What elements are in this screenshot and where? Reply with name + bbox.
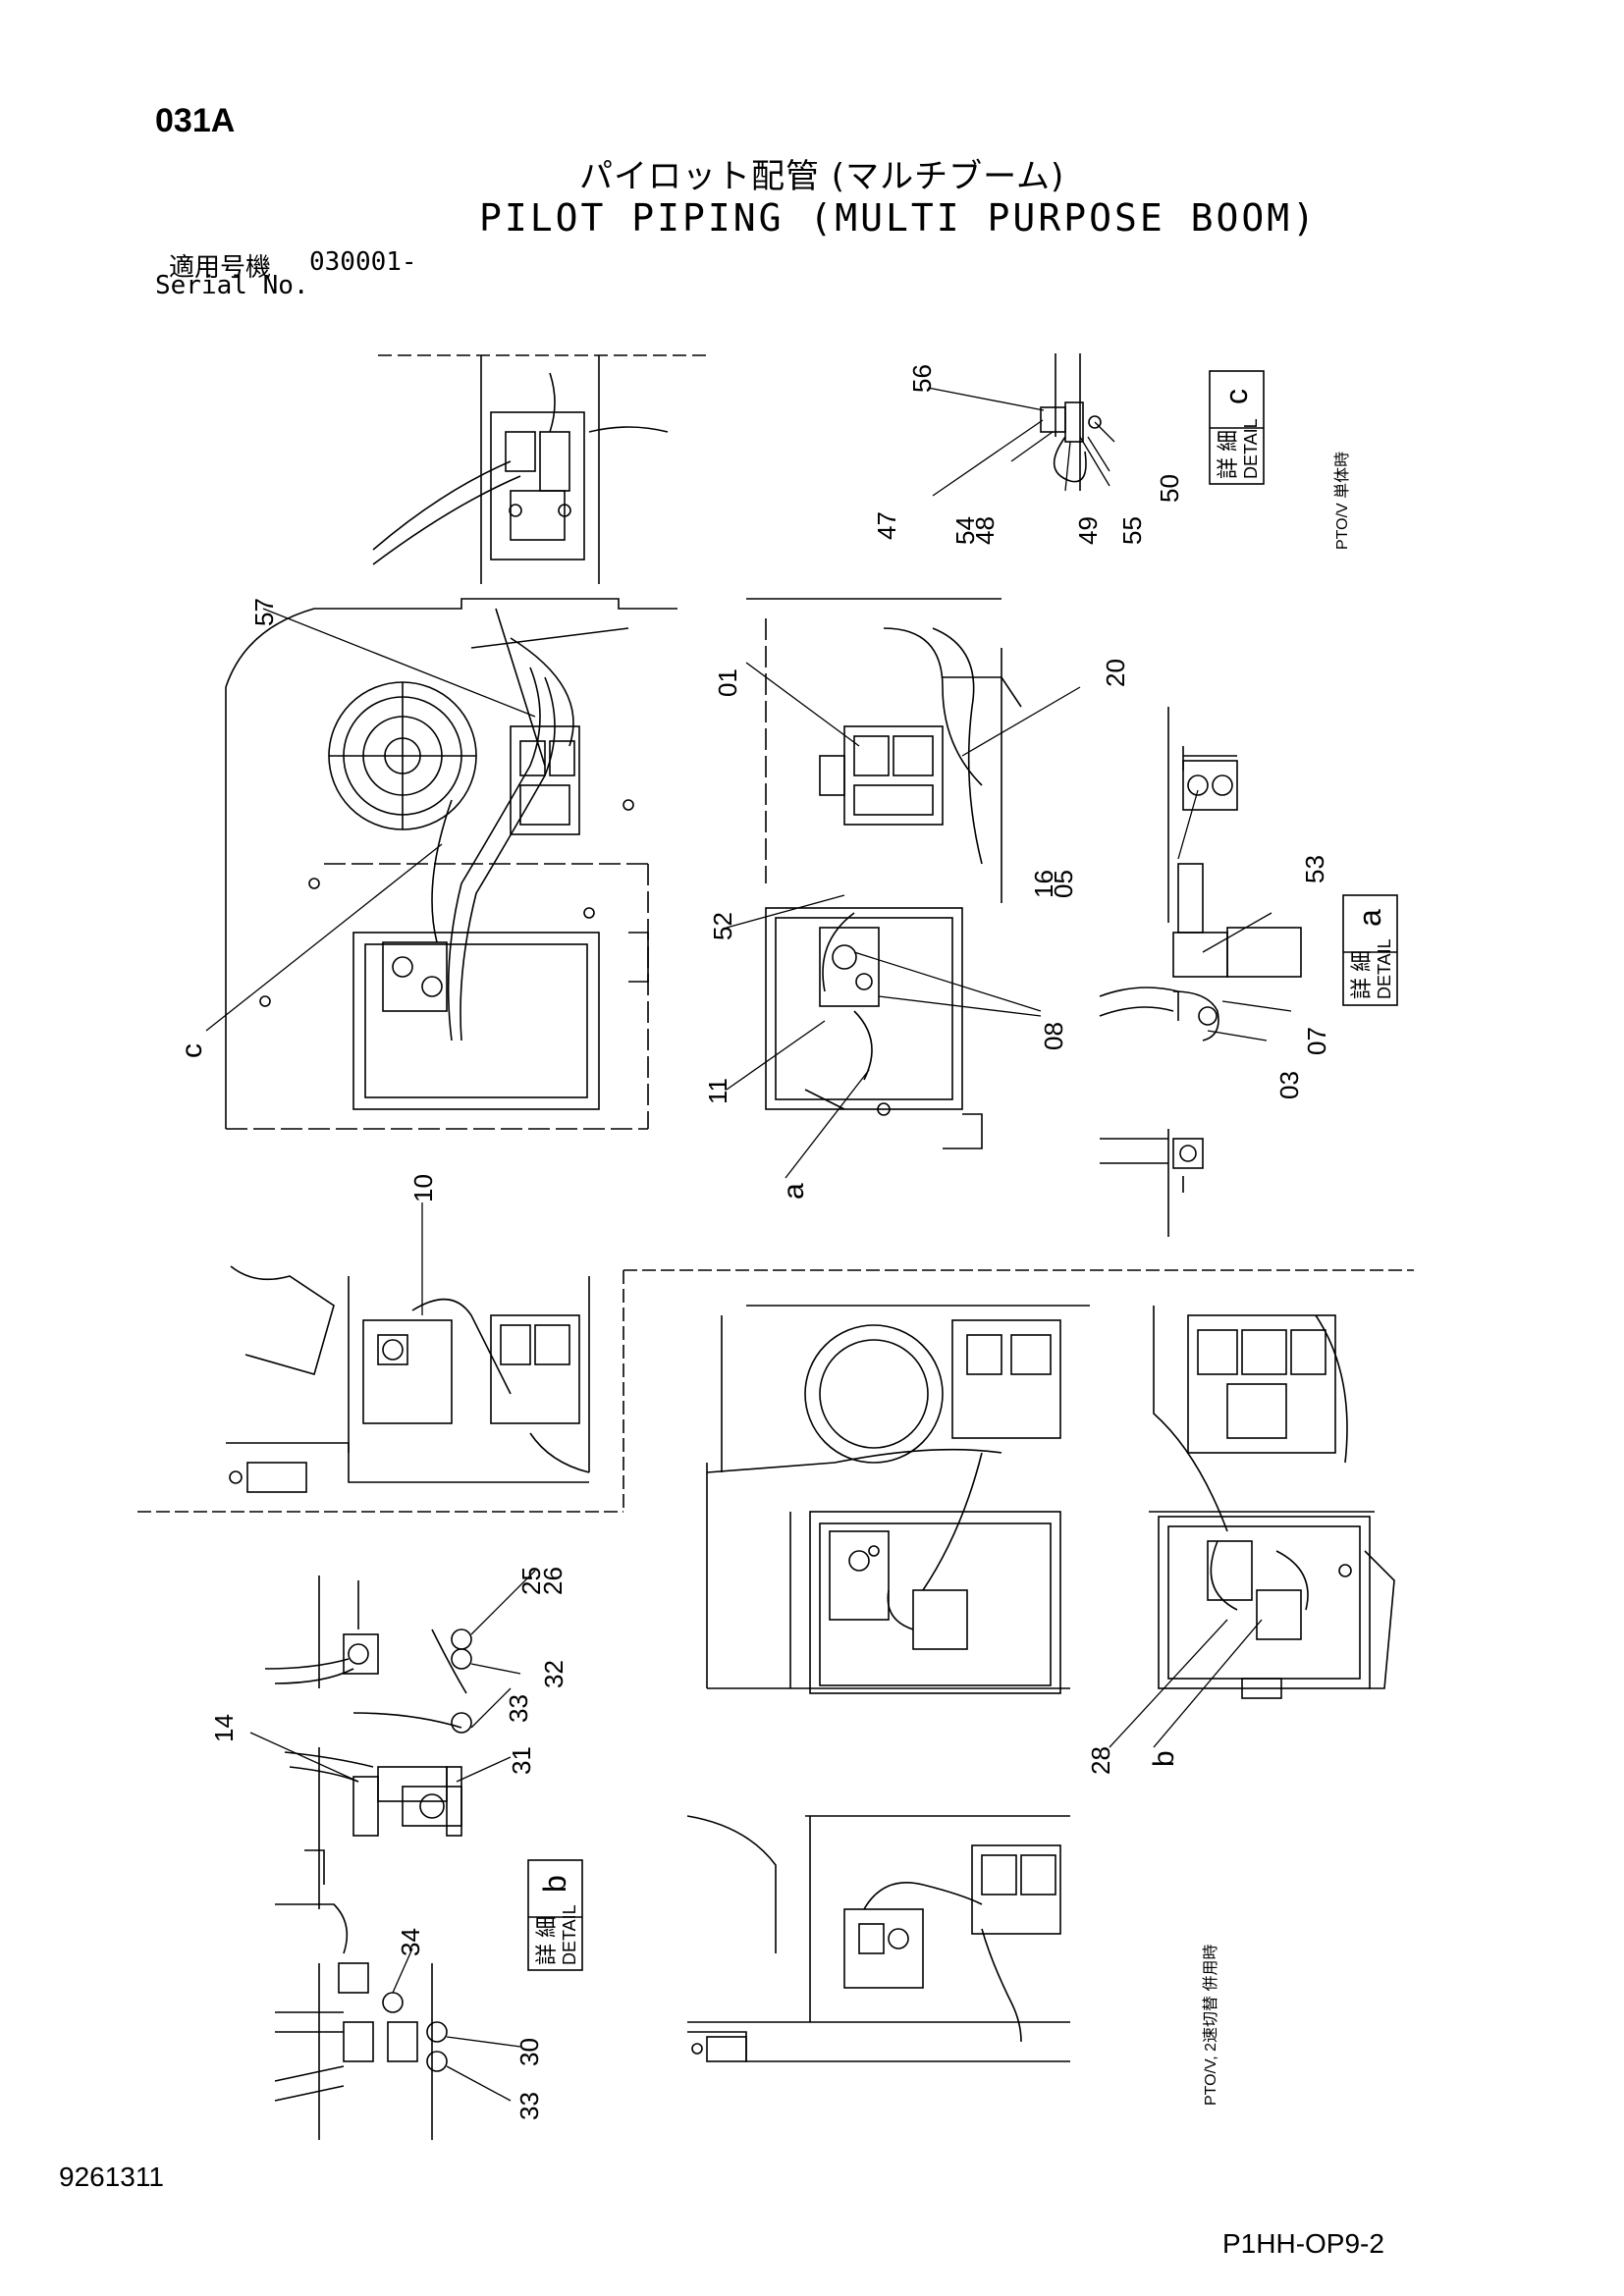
title-english: PILOT PIPING (MULTI PURPOSE BOOM) xyxy=(479,196,1318,240)
view-upper-right-frame xyxy=(746,598,1022,1149)
callout-57: 57 xyxy=(249,598,279,626)
svg-text:詳 細: 詳 細 xyxy=(1216,430,1240,479)
callout-55: 55 xyxy=(1117,516,1147,545)
callout-48: 48 xyxy=(970,516,1000,545)
note-pto-combined: PTO/V, 2速切替 併用時 xyxy=(1202,1945,1219,2107)
callout-53: 53 xyxy=(1300,855,1329,883)
callout-31: 31 xyxy=(507,1746,536,1775)
callout-30: 30 xyxy=(514,2038,544,2066)
callout-07: 07 xyxy=(1302,1027,1331,1055)
svg-text:詳 細: 詳 細 xyxy=(534,1916,559,1965)
leader-lines xyxy=(205,387,1292,2102)
serial-label-japanese: 適用号機 xyxy=(169,253,272,283)
detail-box-a xyxy=(1342,894,1398,1006)
callout-11: 11 xyxy=(703,1078,732,1104)
callout-03: 03 xyxy=(1274,1071,1304,1099)
svg-text:c: c xyxy=(1218,389,1254,404)
callout-33-lower: 33 xyxy=(514,2092,544,2120)
svg-text:DETAIL: DETAIL xyxy=(1241,418,1261,479)
callout-05: 05 xyxy=(1049,870,1078,898)
callout-33-upper: 33 xyxy=(504,1694,533,1723)
note-pto-single: PTO/V 単体時 xyxy=(1333,452,1351,550)
callout-52: 52 xyxy=(708,912,737,940)
callout-50: 50 xyxy=(1155,474,1184,503)
view-lower-right-frame xyxy=(1149,1306,1395,1699)
document-number: 9261311 xyxy=(59,2162,164,2192)
view-letters: c a b xyxy=(176,1043,1180,1767)
callout-28: 28 xyxy=(1086,1746,1115,1775)
callout-16: 16 xyxy=(1029,870,1058,898)
detail-a-view xyxy=(1099,707,1302,1237)
view-top-small-valve xyxy=(372,354,707,584)
view-letter-b: b xyxy=(1148,1750,1180,1767)
svg-text:DETAIL: DETAIL xyxy=(1375,938,1394,999)
svg-text:a: a xyxy=(1352,909,1387,927)
svg-text:詳 細: 詳 細 xyxy=(1349,950,1374,999)
detail-box-b xyxy=(527,1859,583,1971)
part-callouts: 56 47 54 48 49 55 50 57 01 20 16 05 53 5… xyxy=(209,364,1331,2120)
callout-47: 47 xyxy=(872,511,901,540)
reference-code: P1HH-OP9-2 xyxy=(1222,2228,1384,2259)
view-lower-middle-frame xyxy=(706,1305,1090,1694)
title-japanese: パイロット配管 (マルチブーム) xyxy=(579,157,1065,196)
svg-text:b: b xyxy=(537,1875,572,1893)
callout-10: 10 xyxy=(408,1174,438,1202)
callout-49: 49 xyxy=(1073,516,1103,545)
view-lower-left-pump xyxy=(226,1265,590,1493)
callout-08: 08 xyxy=(1039,1022,1068,1050)
callout-26: 26 xyxy=(538,1567,568,1595)
view-upper-left-frame xyxy=(225,598,677,1130)
callout-34: 34 xyxy=(396,1928,425,1956)
detail-c-view xyxy=(1040,353,1102,491)
callout-14: 14 xyxy=(209,1714,239,1742)
callout-56: 56 xyxy=(907,364,937,393)
view-bottom-middle-frame xyxy=(686,1815,1070,2062)
section-code: 031A xyxy=(155,102,236,139)
view-letter-c: c xyxy=(176,1043,208,1058)
callout-25: 25 xyxy=(516,1567,546,1595)
view-letter-a: a xyxy=(778,1183,810,1200)
serial-label-english: Serial No. xyxy=(155,271,309,300)
svg-text:DETAIL: DETAIL xyxy=(560,1904,579,1965)
serial-value: 030001- xyxy=(309,247,417,277)
callout-01: 01 xyxy=(713,668,742,697)
callout-54: 54 xyxy=(950,516,980,545)
detail-b-view xyxy=(264,1575,472,2140)
callout-32: 32 xyxy=(539,1660,568,1688)
detail-labels: 詳 細 DETAIL c 詳 細 DETAIL a 詳 細 DETAIL b xyxy=(534,389,1394,1965)
callout-20: 20 xyxy=(1101,659,1130,687)
